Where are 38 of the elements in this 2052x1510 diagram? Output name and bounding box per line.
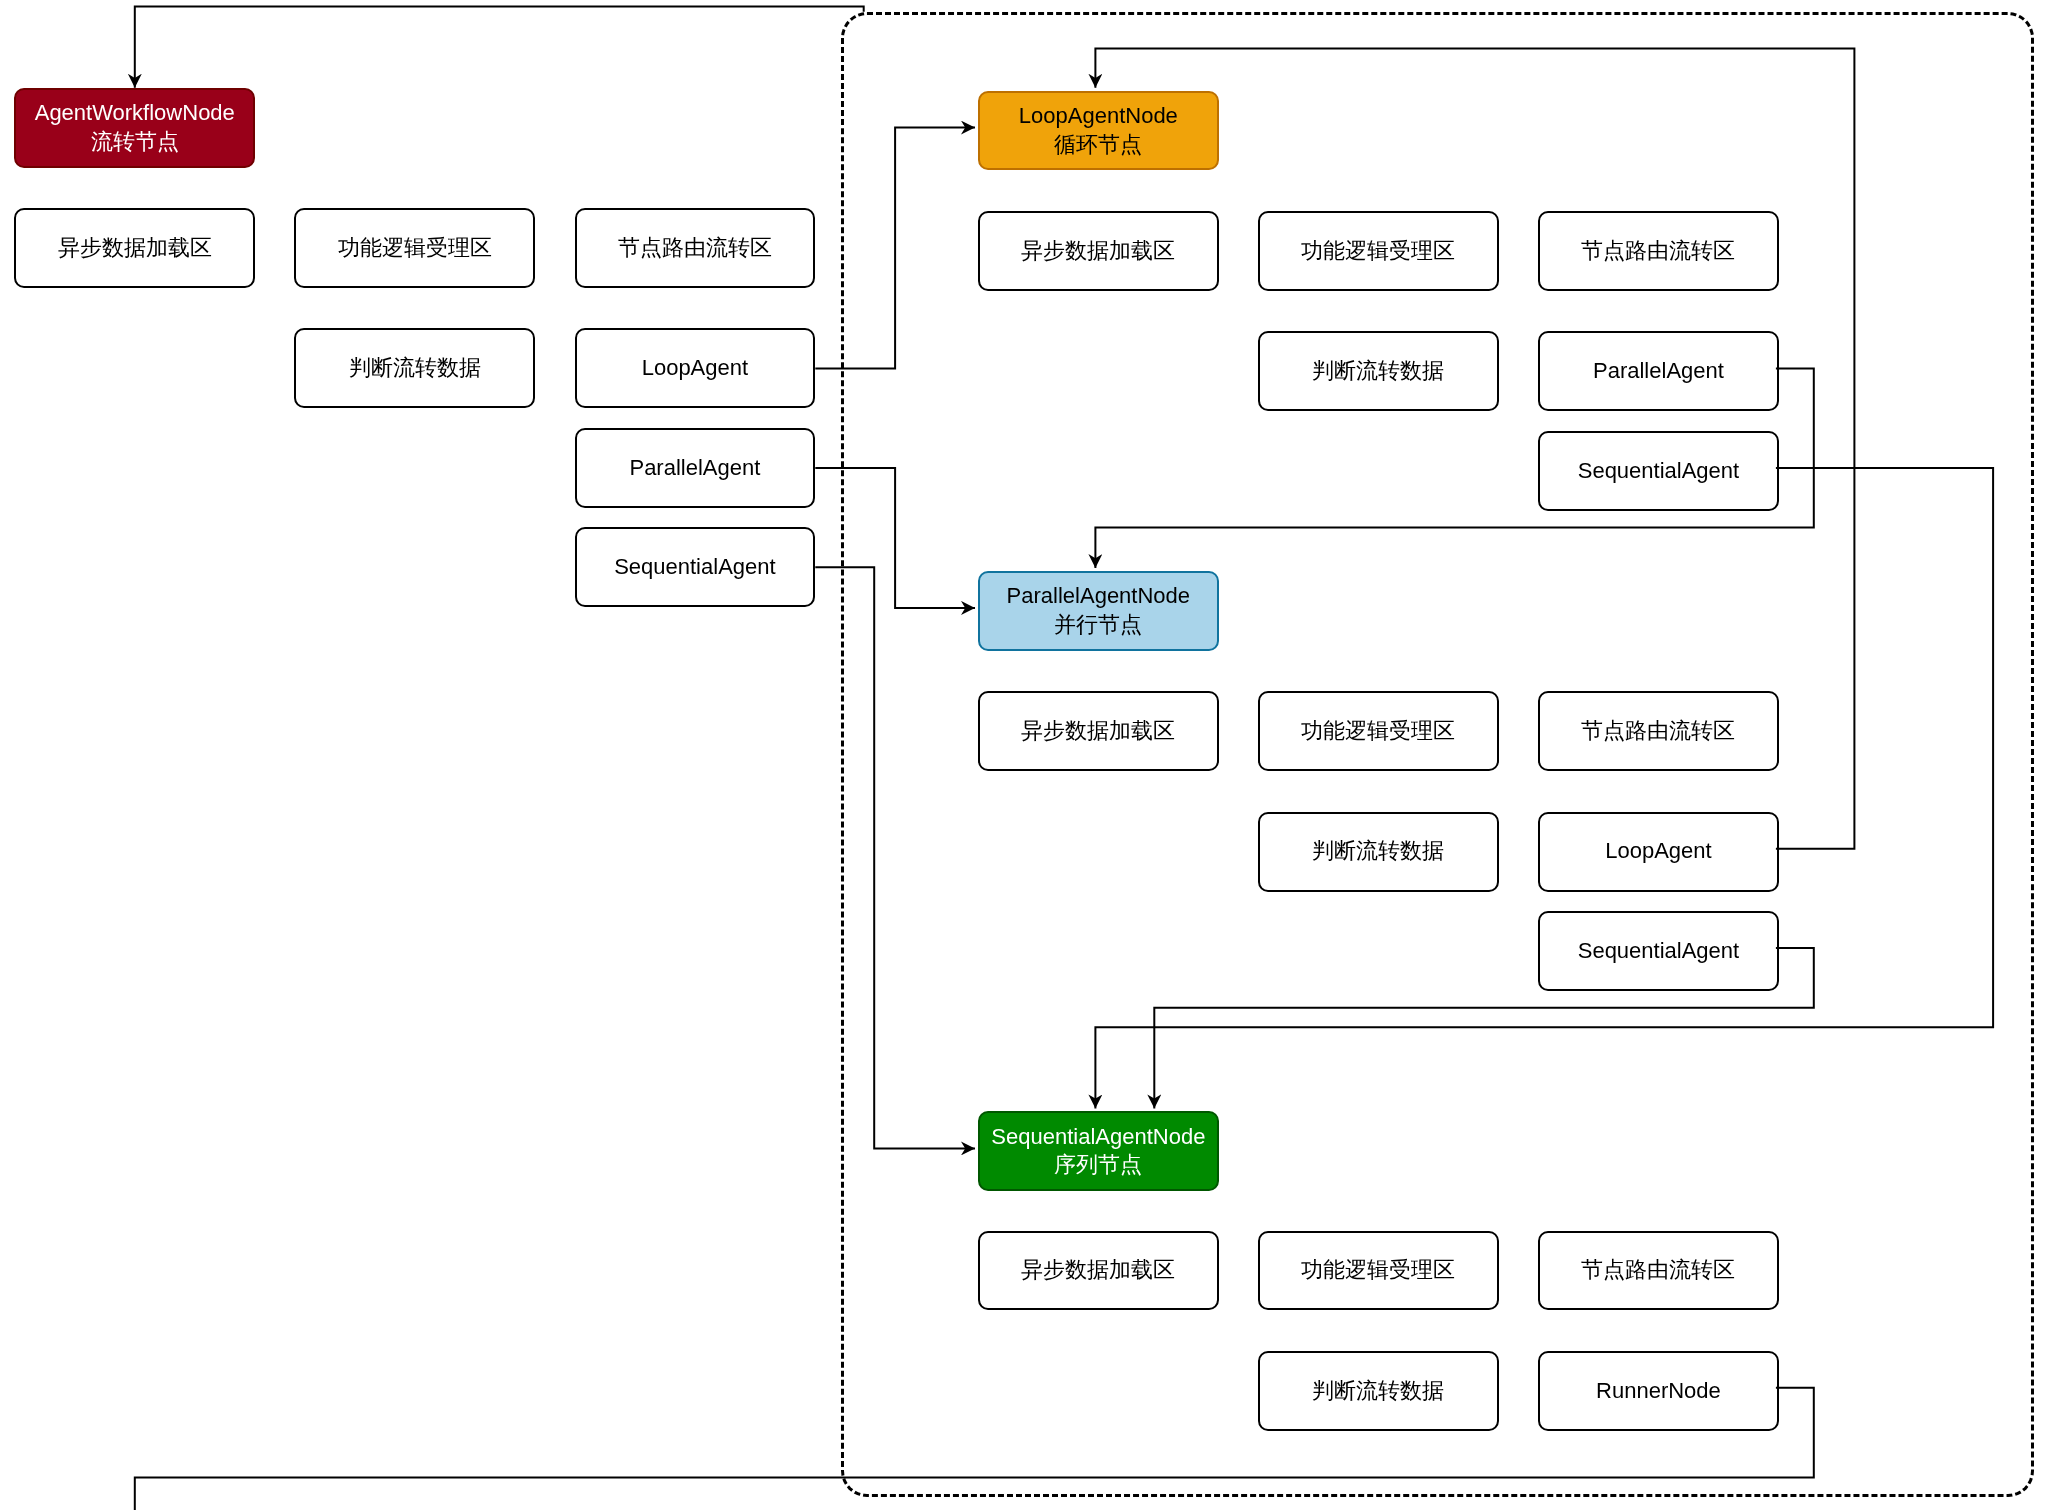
process-box: SequentialAgent	[1538, 911, 1779, 992]
node-header-box: AgentWorkflowNode 流转节点	[14, 87, 256, 168]
process-box: 节点路由流转区	[1538, 1230, 1779, 1311]
process-box: 节点路由流转区	[1538, 211, 1779, 291]
connector-arrow	[814, 466, 976, 615]
process-box: 节点路由流转区	[1538, 691, 1779, 772]
process-box: 判断流转数据	[294, 328, 536, 409]
connector-arrow	[1088, 47, 1856, 850]
connector-arrow	[1088, 367, 1815, 569]
node-header-box: LoopAgentNode 循环节点	[977, 90, 1219, 171]
dashed-group-frame	[841, 11, 2034, 1498]
process-box: SequentialAgent	[574, 527, 816, 608]
connector-arrow	[127, 5, 865, 89]
process-box: 判断流转数据	[1258, 331, 1499, 412]
process-box: 异步数据加载区	[977, 691, 1219, 772]
process-box: 判断流转数据	[1258, 1350, 1499, 1431]
process-box: 异步数据加载区	[977, 1230, 1219, 1311]
node-header-box: SequentialAgentNode 序列节点	[977, 1111, 1219, 1192]
process-box: RunnerNode	[1538, 1350, 1779, 1431]
connector-line	[133, 1386, 1815, 1510]
connector-arrow	[1147, 947, 1815, 1110]
process-box: ParallelAgent	[1538, 331, 1779, 412]
process-box: SequentialAgent	[1538, 430, 1779, 511]
process-box: ParallelAgent	[574, 427, 816, 508]
process-box: 功能逻辑受理区	[294, 208, 536, 288]
process-box: 节点路由流转区	[574, 208, 816, 288]
process-box: 功能逻辑受理区	[1258, 211, 1499, 291]
process-box: LoopAgent	[574, 328, 816, 409]
connector-arrow	[1088, 466, 1995, 1110]
node-header-box: ParallelAgentNode 并行节点	[977, 570, 1219, 651]
connector-arrow	[814, 120, 976, 370]
process-box: 异步数据加载区	[977, 211, 1219, 291]
process-box: 判断流转数据	[1258, 811, 1499, 892]
process-box: 异步数据加载区	[14, 208, 256, 288]
process-box: 功能逻辑受理区	[1258, 691, 1499, 772]
connector-arrow	[814, 566, 976, 1156]
process-box: 功能逻辑受理区	[1258, 1230, 1499, 1311]
process-box: LoopAgent	[1538, 811, 1779, 892]
